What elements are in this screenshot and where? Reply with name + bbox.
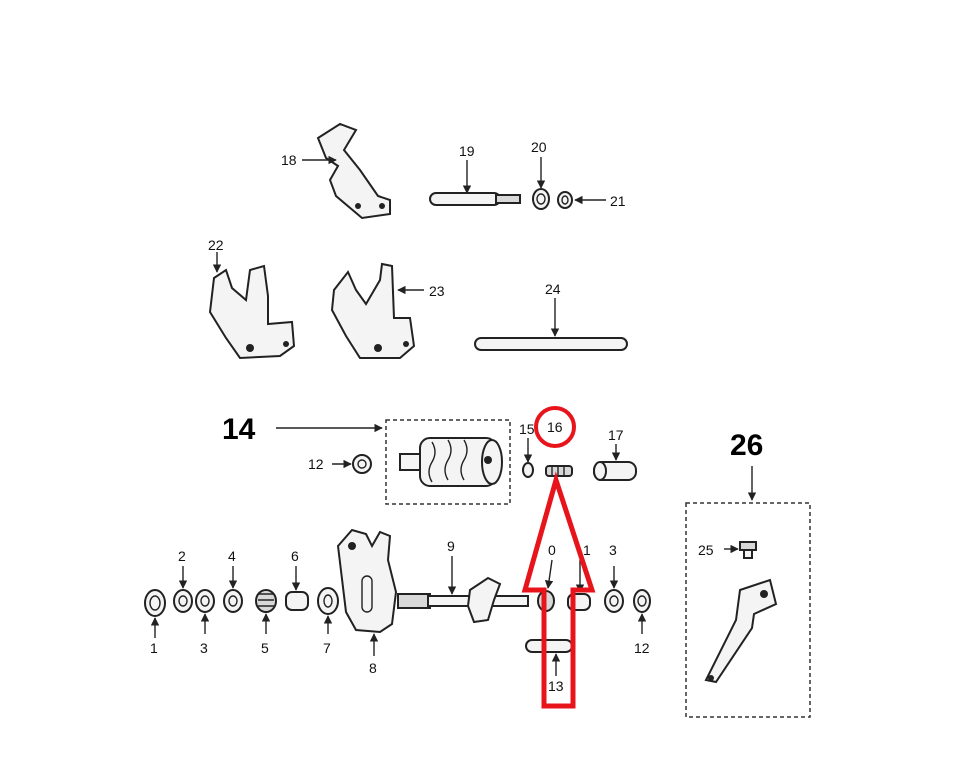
part-4-washer — [223, 566, 243, 613]
part-9-shift-shaft — [397, 556, 529, 624]
label-22: 22 — [208, 237, 224, 253]
label-14: 14 — [222, 413, 256, 446]
part-26-lever — [704, 578, 778, 684]
part-24-rod — [474, 298, 628, 351]
label-4: 4 — [228, 548, 236, 564]
part-3b-ring — [604, 566, 624, 613]
part-16-spring — [545, 465, 573, 477]
label-10: 0 — [548, 542, 556, 558]
label-3: 3 — [200, 640, 208, 656]
label-3b: 3 — [609, 542, 617, 558]
label-19: 19 — [459, 143, 475, 159]
assembly-26-box — [685, 502, 811, 718]
part-5-spring — [255, 589, 277, 634]
label-16: 16 — [547, 419, 563, 435]
highlight-arrow — [521, 471, 596, 709]
label-17: 17 — [608, 427, 624, 443]
part-17-pin — [593, 444, 637, 481]
part-12-washer-lower — [633, 589, 651, 634]
highlight-circle — [534, 406, 576, 448]
label-25: 25 — [698, 542, 714, 558]
part-6-bushing — [285, 566, 309, 611]
part-14-selector-drum — [399, 437, 503, 487]
part-19-shaft — [429, 160, 521, 206]
label-21: 21 — [610, 193, 626, 209]
part-21-nut — [557, 191, 606, 209]
part-25-bolt — [724, 541, 757, 559]
part-7-washer — [317, 587, 339, 634]
label-20: 20 — [531, 139, 547, 155]
label-12-upper: 12 — [308, 456, 324, 472]
label-5: 5 — [261, 640, 269, 656]
label-15: 15 — [519, 421, 535, 437]
label-12-lower: 12 — [634, 640, 650, 656]
label-7: 7 — [323, 640, 331, 656]
label-2: 2 — [178, 548, 186, 564]
part-2-washer — [173, 566, 193, 613]
part-8-plate — [336, 528, 398, 656]
part-3-ring — [195, 589, 215, 634]
label-8: 8 — [369, 660, 377, 676]
label-26: 26 — [730, 429, 763, 462]
label-23: 23 — [429, 283, 445, 299]
part-22-shift-fork — [208, 252, 296, 360]
label-24: 24 — [545, 281, 561, 297]
part-1-bearing — [144, 589, 166, 638]
part-15-clip — [522, 438, 534, 478]
label-13: 13 — [548, 678, 564, 694]
part-18-shift-fork — [302, 122, 391, 220]
part-12-washer-upper — [332, 454, 372, 474]
label-18: 18 — [281, 152, 297, 168]
assembly-14-box — [385, 419, 511, 505]
part-23-shift-fork — [330, 262, 424, 359]
label-9: 9 — [447, 538, 455, 554]
label-11: 1 — [583, 542, 591, 558]
part-20-ring — [532, 157, 550, 210]
part-13-pin — [525, 639, 573, 676]
label-6: 6 — [291, 548, 299, 564]
label-1: 1 — [150, 640, 158, 656]
